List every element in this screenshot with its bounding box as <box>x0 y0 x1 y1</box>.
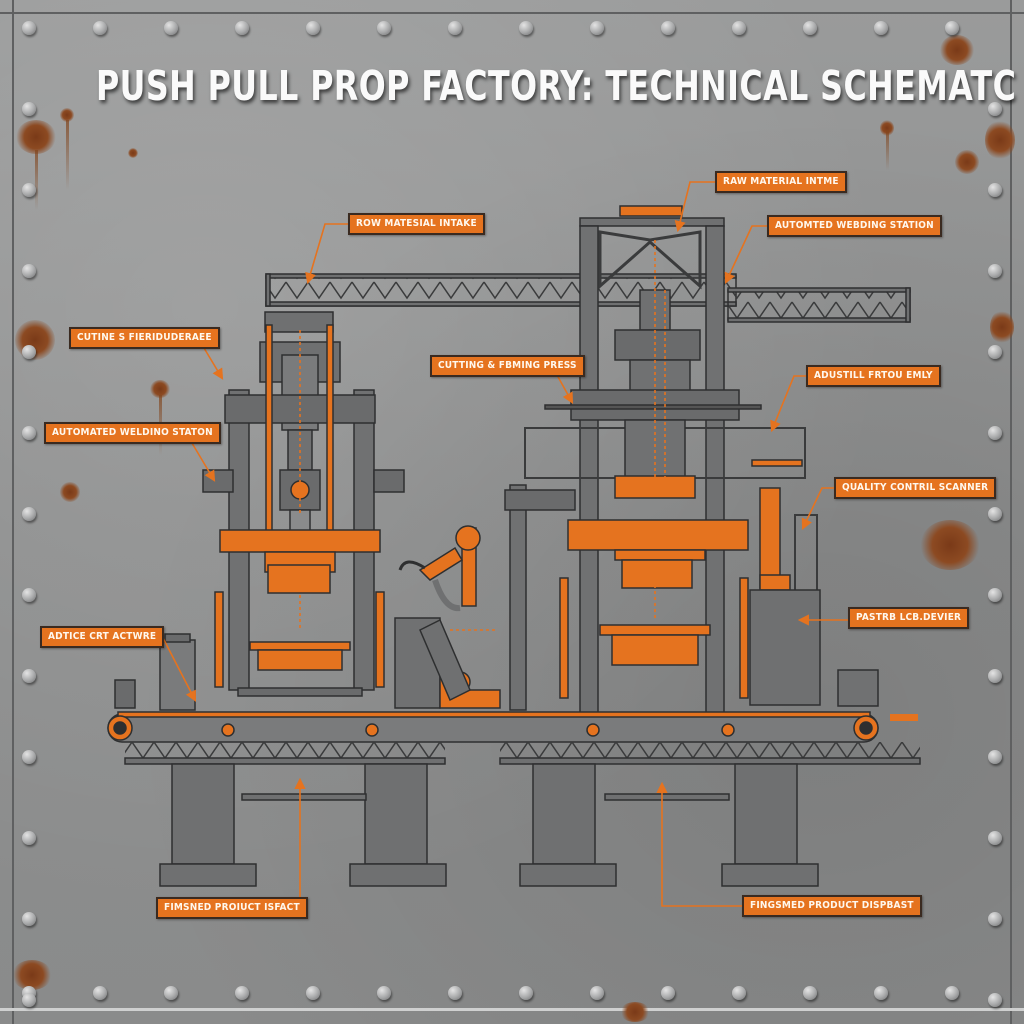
rivet-icon <box>22 102 36 116</box>
rivet-icon <box>448 21 462 35</box>
top-seam <box>0 12 1024 14</box>
label-raw-material-intake-right: RAW MATERIAL INTME <box>715 171 847 193</box>
label-finished-product-right: FINGSMED PRODUCT DISPBAST <box>742 895 922 917</box>
rivet-icon <box>732 986 746 1000</box>
rivet-icon <box>448 986 462 1000</box>
label-raw-material-intake-left: ROW MATESIAL INTAKE <box>348 213 485 235</box>
label-quality-control-scanner: QUALITY CONTRIL SCANNER <box>834 477 997 499</box>
rivet-icon <box>519 21 533 35</box>
rust-stain <box>12 960 52 990</box>
rust-drip <box>66 120 69 190</box>
rivet-icon <box>22 183 36 197</box>
rust-drip <box>886 130 889 170</box>
rivet-icon <box>988 345 1002 359</box>
rivet-icon <box>22 750 36 764</box>
right-hydraulic-press <box>504 205 879 717</box>
rust-stain <box>128 148 138 158</box>
label-automated-welding-station-right: AUTOMTED WEBDING STATION <box>767 215 942 237</box>
label-cutting-forming-left: CUTINE S FIERIDUDERAEE <box>69 327 220 349</box>
rivet-icon <box>164 986 178 1000</box>
rivet-icon <box>988 993 1002 1007</box>
rivet-icon <box>661 986 675 1000</box>
label-press-control-right: PASTRB LCB.DEVIER <box>848 607 970 629</box>
rivet-icon <box>590 986 604 1000</box>
rivet-icon <box>874 21 888 35</box>
rivet-icon <box>988 183 1002 197</box>
rivet-icon <box>22 669 36 683</box>
rivet-icon <box>22 588 36 602</box>
rust-stain <box>880 120 894 136</box>
overhead-crane-truss-right <box>727 287 911 323</box>
rivet-icon <box>732 21 746 35</box>
small-orange-tag <box>890 714 918 721</box>
label-automated-welding-station-left: AUTOMATED WELDINO STATON <box>44 422 221 444</box>
rivet-icon <box>988 912 1002 926</box>
rivet-icon <box>22 831 36 845</box>
rivet-icon <box>874 986 888 1000</box>
support-stands <box>124 742 921 887</box>
rust-stain <box>990 310 1014 344</box>
left-seam <box>12 0 14 1024</box>
rivet-icon <box>945 21 959 35</box>
rivet-icon <box>988 507 1002 521</box>
rivet-icon <box>93 21 107 35</box>
rivet-icon <box>988 831 1002 845</box>
bottom-seam <box>0 1008 1024 1011</box>
rust-stain <box>60 482 80 502</box>
rivet-icon <box>22 426 36 440</box>
label-robotic-arm-left: ADTICE CRT ACTWRE <box>40 626 165 648</box>
rivet-icon <box>22 345 36 359</box>
rivet-icon <box>235 21 249 35</box>
rivet-icon <box>22 912 36 926</box>
rivet-icon <box>590 21 604 35</box>
rivet-icon <box>988 264 1002 278</box>
robotic-welding-arm <box>394 525 501 709</box>
rivet-icon <box>803 21 817 35</box>
rust-stain <box>985 120 1015 160</box>
right-seam <box>1010 0 1012 1024</box>
label-finished-product-left: FIMSNED PROIUCT ISFACT <box>156 897 308 919</box>
rivet-icon <box>22 21 36 35</box>
label-adjustable-assembly: ADUSTILL FRTOU EMLY <box>806 365 941 387</box>
rivet-icon <box>988 426 1002 440</box>
rivet-icon <box>22 993 36 1007</box>
rivet-icon <box>988 102 1002 116</box>
rust-stain <box>955 150 979 174</box>
rivet-icon <box>803 986 817 1000</box>
rivet-icon <box>93 986 107 1000</box>
rust-stain <box>940 35 974 65</box>
rivet-icon <box>306 986 320 1000</box>
rivet-icon <box>377 986 391 1000</box>
left-hydraulic-press <box>114 311 405 711</box>
rust-stain <box>16 120 56 154</box>
rivet-icon <box>945 986 959 1000</box>
rust-stain <box>620 1002 650 1022</box>
rivet-icon <box>661 21 675 35</box>
conveyor-belt <box>107 711 879 743</box>
rivet-icon <box>22 507 36 521</box>
rust-stain <box>150 380 170 398</box>
rivet-icon <box>988 588 1002 602</box>
label-cutting-forming-press: CUTTING & FBMING PRESS <box>430 355 585 377</box>
rivet-icon <box>235 986 249 1000</box>
rivet-icon <box>306 21 320 35</box>
rivet-icon <box>164 21 178 35</box>
rivet-icon <box>519 986 533 1000</box>
rust-stain <box>60 108 74 122</box>
rust-stain <box>920 520 980 570</box>
rivet-icon <box>22 264 36 278</box>
rivet-icon <box>377 21 391 35</box>
rivet-icon <box>988 750 1002 764</box>
rivet-icon <box>988 669 1002 683</box>
rust-drip <box>35 150 38 210</box>
